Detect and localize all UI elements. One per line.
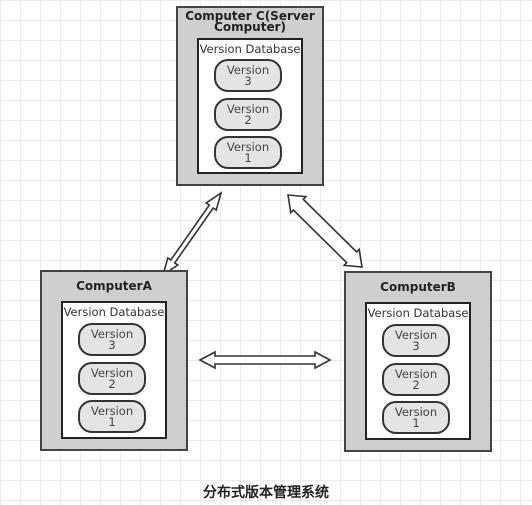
version-database-b-title: Version Database: [367, 306, 469, 320]
version-label: Version: [226, 62, 270, 77]
arrow-c-to-b: [287, 194, 363, 268]
computer-c-title-line1: Computer C(Server: [185, 9, 315, 23]
arrow-c-to-a: [161, 191, 223, 277]
computer-c-box: Computer C(Server Computer) Version Data…: [176, 6, 324, 186]
version-2-a: Version 2: [78, 362, 146, 395]
version-number: 1: [412, 415, 420, 430]
version-label: Version: [226, 139, 270, 154]
version-2-c: Version 2: [214, 98, 282, 131]
computer-c-title: Computer C(Server Computer): [178, 9, 322, 34]
version-number: 3: [412, 338, 420, 353]
arrow-a-to-b: [198, 350, 332, 370]
version-database-c: Version Database Version 3 Version 2 Ver…: [197, 38, 303, 174]
computer-c-title-line2: Computer): [214, 20, 286, 34]
version-number: 1: [244, 150, 252, 165]
version-database-b: Version Database Version 3 Version 2 Ver…: [365, 302, 471, 440]
version-3-c: Version 3: [214, 59, 282, 92]
version-label: Version: [90, 403, 134, 418]
version-label: Version: [226, 101, 270, 116]
computer-a-title: ComputerA: [76, 279, 152, 293]
version-number: 2: [244, 112, 252, 127]
version-label: Version: [394, 366, 438, 381]
version-label: Version: [90, 326, 134, 341]
version-2-b: Version 2: [382, 363, 450, 396]
version-number: 1: [108, 414, 116, 429]
version-label: Version: [394, 327, 438, 342]
version-label: Version: [90, 365, 134, 380]
version-database-a: Version Database Version 3 Version 2 Ver…: [61, 301, 167, 439]
computer-b-title: ComputerB: [380, 280, 456, 294]
version-1-b: Version 1: [382, 401, 450, 434]
version-1-a: Version 1: [78, 400, 146, 433]
version-number: 2: [412, 377, 420, 392]
computer-b-box: ComputerB Version Database Version 3 Ver…: [344, 271, 492, 452]
version-number: 3: [108, 337, 116, 352]
version-database-c-title: Version Database: [199, 42, 301, 56]
computer-a-box: ComputerA Version Database Version 3 Ver…: [40, 270, 188, 451]
version-database-a-title: Version Database: [63, 305, 165, 319]
version-3-a: Version 3: [78, 323, 146, 356]
diagram-caption: 分布式版本管理系统: [203, 485, 329, 501]
version-label: Version: [394, 404, 438, 419]
version-number: 3: [244, 73, 252, 88]
version-number: 2: [108, 376, 116, 391]
version-3-b: Version 3: [382, 324, 450, 357]
version-1-c: Version 1: [214, 136, 282, 169]
